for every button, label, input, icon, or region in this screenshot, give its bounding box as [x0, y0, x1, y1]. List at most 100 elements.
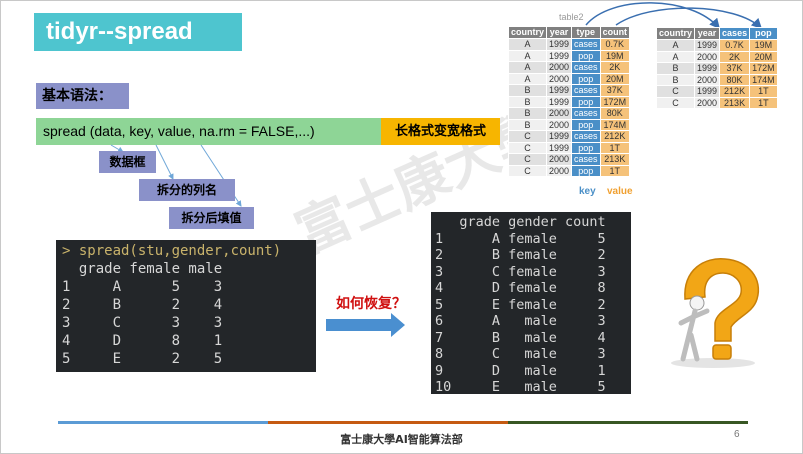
table-cell: A: [655, 50, 696, 63]
table-transform-arrow-1: [585, 2, 720, 30]
column-header: country: [507, 26, 548, 39]
table-cell: 1999: [694, 85, 721, 98]
table-cell: B: [655, 62, 696, 75]
table-cell: 20M: [599, 72, 631, 85]
console-row: 5 E 2 5: [62, 351, 223, 367]
table-cell: C: [507, 130, 548, 143]
table-cell: C: [507, 153, 548, 166]
footer-bar-green: [508, 421, 748, 424]
table-cell: 1999: [694, 39, 721, 52]
table-cell: cases: [571, 107, 601, 120]
table-cell: 2000: [546, 164, 573, 177]
table-cell: 213K: [599, 153, 631, 166]
table-cell: 1999: [694, 62, 721, 75]
console-row: 7 B male 4: [435, 329, 606, 346]
table-cell: 80K: [719, 73, 751, 86]
table-cell: 2K: [599, 61, 631, 74]
table-cell: 1999: [546, 141, 573, 154]
console-row: 1 A female 5: [435, 230, 606, 247]
table-cell: pop: [571, 164, 601, 177]
table-cell: 2000: [694, 96, 721, 109]
console-row: 2 B female 2: [435, 247, 606, 263]
table-cell: B: [655, 73, 696, 86]
table-cell: 1999: [546, 49, 573, 62]
table-cell: cases: [571, 153, 601, 166]
table-cell: 212K: [599, 130, 631, 143]
column-header: country: [655, 27, 696, 40]
question-figure-image: [653, 251, 773, 371]
table-cell: A: [507, 72, 548, 85]
table-cell: B: [507, 84, 548, 97]
table-cell: B: [507, 118, 548, 131]
table-cell: 1999: [546, 84, 573, 97]
console-row: 4 D female 8: [435, 280, 606, 296]
table-cell: B: [507, 95, 548, 108]
table-cell: pop: [571, 49, 601, 62]
table-cell: 172M: [749, 62, 778, 75]
console-gather-output: grade gender count 1 A female 5 2 B fema…: [431, 212, 631, 395]
console-header: grade female male: [62, 261, 223, 277]
column-header: cases: [719, 27, 751, 40]
table-cell: 2000: [546, 61, 573, 74]
console-row: 6 A male 3: [435, 313, 606, 329]
footer-bar-orange: [268, 421, 508, 424]
table-cell: A: [507, 38, 548, 51]
syntax-label: 基本语法：: [36, 83, 129, 109]
table-cell: cases: [571, 84, 601, 97]
column-header: year: [546, 26, 573, 39]
column-header: pop: [749, 27, 778, 40]
table-cell: 1T: [749, 96, 778, 109]
table-cell: cases: [571, 61, 601, 74]
table-cell: 1999: [546, 95, 573, 108]
annotation-key-column: 拆分的列名: [139, 179, 235, 201]
legend-value: value: [607, 186, 633, 197]
slide-title: tidyr--spread: [34, 13, 242, 51]
table-cell: 2000: [546, 118, 573, 131]
table-cell: 2000: [694, 73, 721, 86]
table-cell: cases: [571, 38, 601, 51]
table-cell: 1999: [546, 38, 573, 51]
table-cell: 2000: [694, 50, 721, 63]
table-cell: 2000: [546, 107, 573, 120]
table-cell: pop: [571, 72, 601, 85]
table-cell: 1999: [546, 130, 573, 143]
console-row: 4 D 8 1: [62, 333, 223, 349]
table-cell: 2K: [719, 50, 751, 63]
arrow-key: [155, 144, 174, 180]
table-cell: 37K: [719, 62, 751, 75]
column-header: count: [599, 26, 631, 39]
wide-format-label: 长格式变宽格式: [381, 118, 500, 145]
table-cell: 213K: [719, 96, 751, 109]
column-header: year: [694, 27, 721, 40]
column-header: type: [571, 26, 601, 39]
footer-text: 富士康大學AI智能算法部: [340, 433, 463, 446]
console-row: 3 C female 3: [435, 263, 606, 280]
footer-bar-blue: [58, 421, 268, 424]
table-cell: 37K: [599, 84, 631, 97]
table-cell: 174M: [599, 118, 631, 131]
console-spread-output: > spread(stu,gender,count) grade female …: [56, 240, 316, 372]
console-command: > spread(stu,gender,count): [62, 243, 282, 259]
console-row: 3 C 3 3: [62, 315, 223, 331]
legend-key: key: [579, 186, 596, 197]
table-cell: C: [507, 141, 548, 154]
annotation-data-frame: 数据框: [99, 151, 156, 173]
table-cell: 212K: [719, 85, 751, 98]
table-cell: 2000: [546, 153, 573, 166]
table-cell: A: [507, 49, 548, 62]
page-number: 6: [734, 429, 740, 440]
annotation-fill-value: 拆分后填值: [169, 207, 254, 229]
